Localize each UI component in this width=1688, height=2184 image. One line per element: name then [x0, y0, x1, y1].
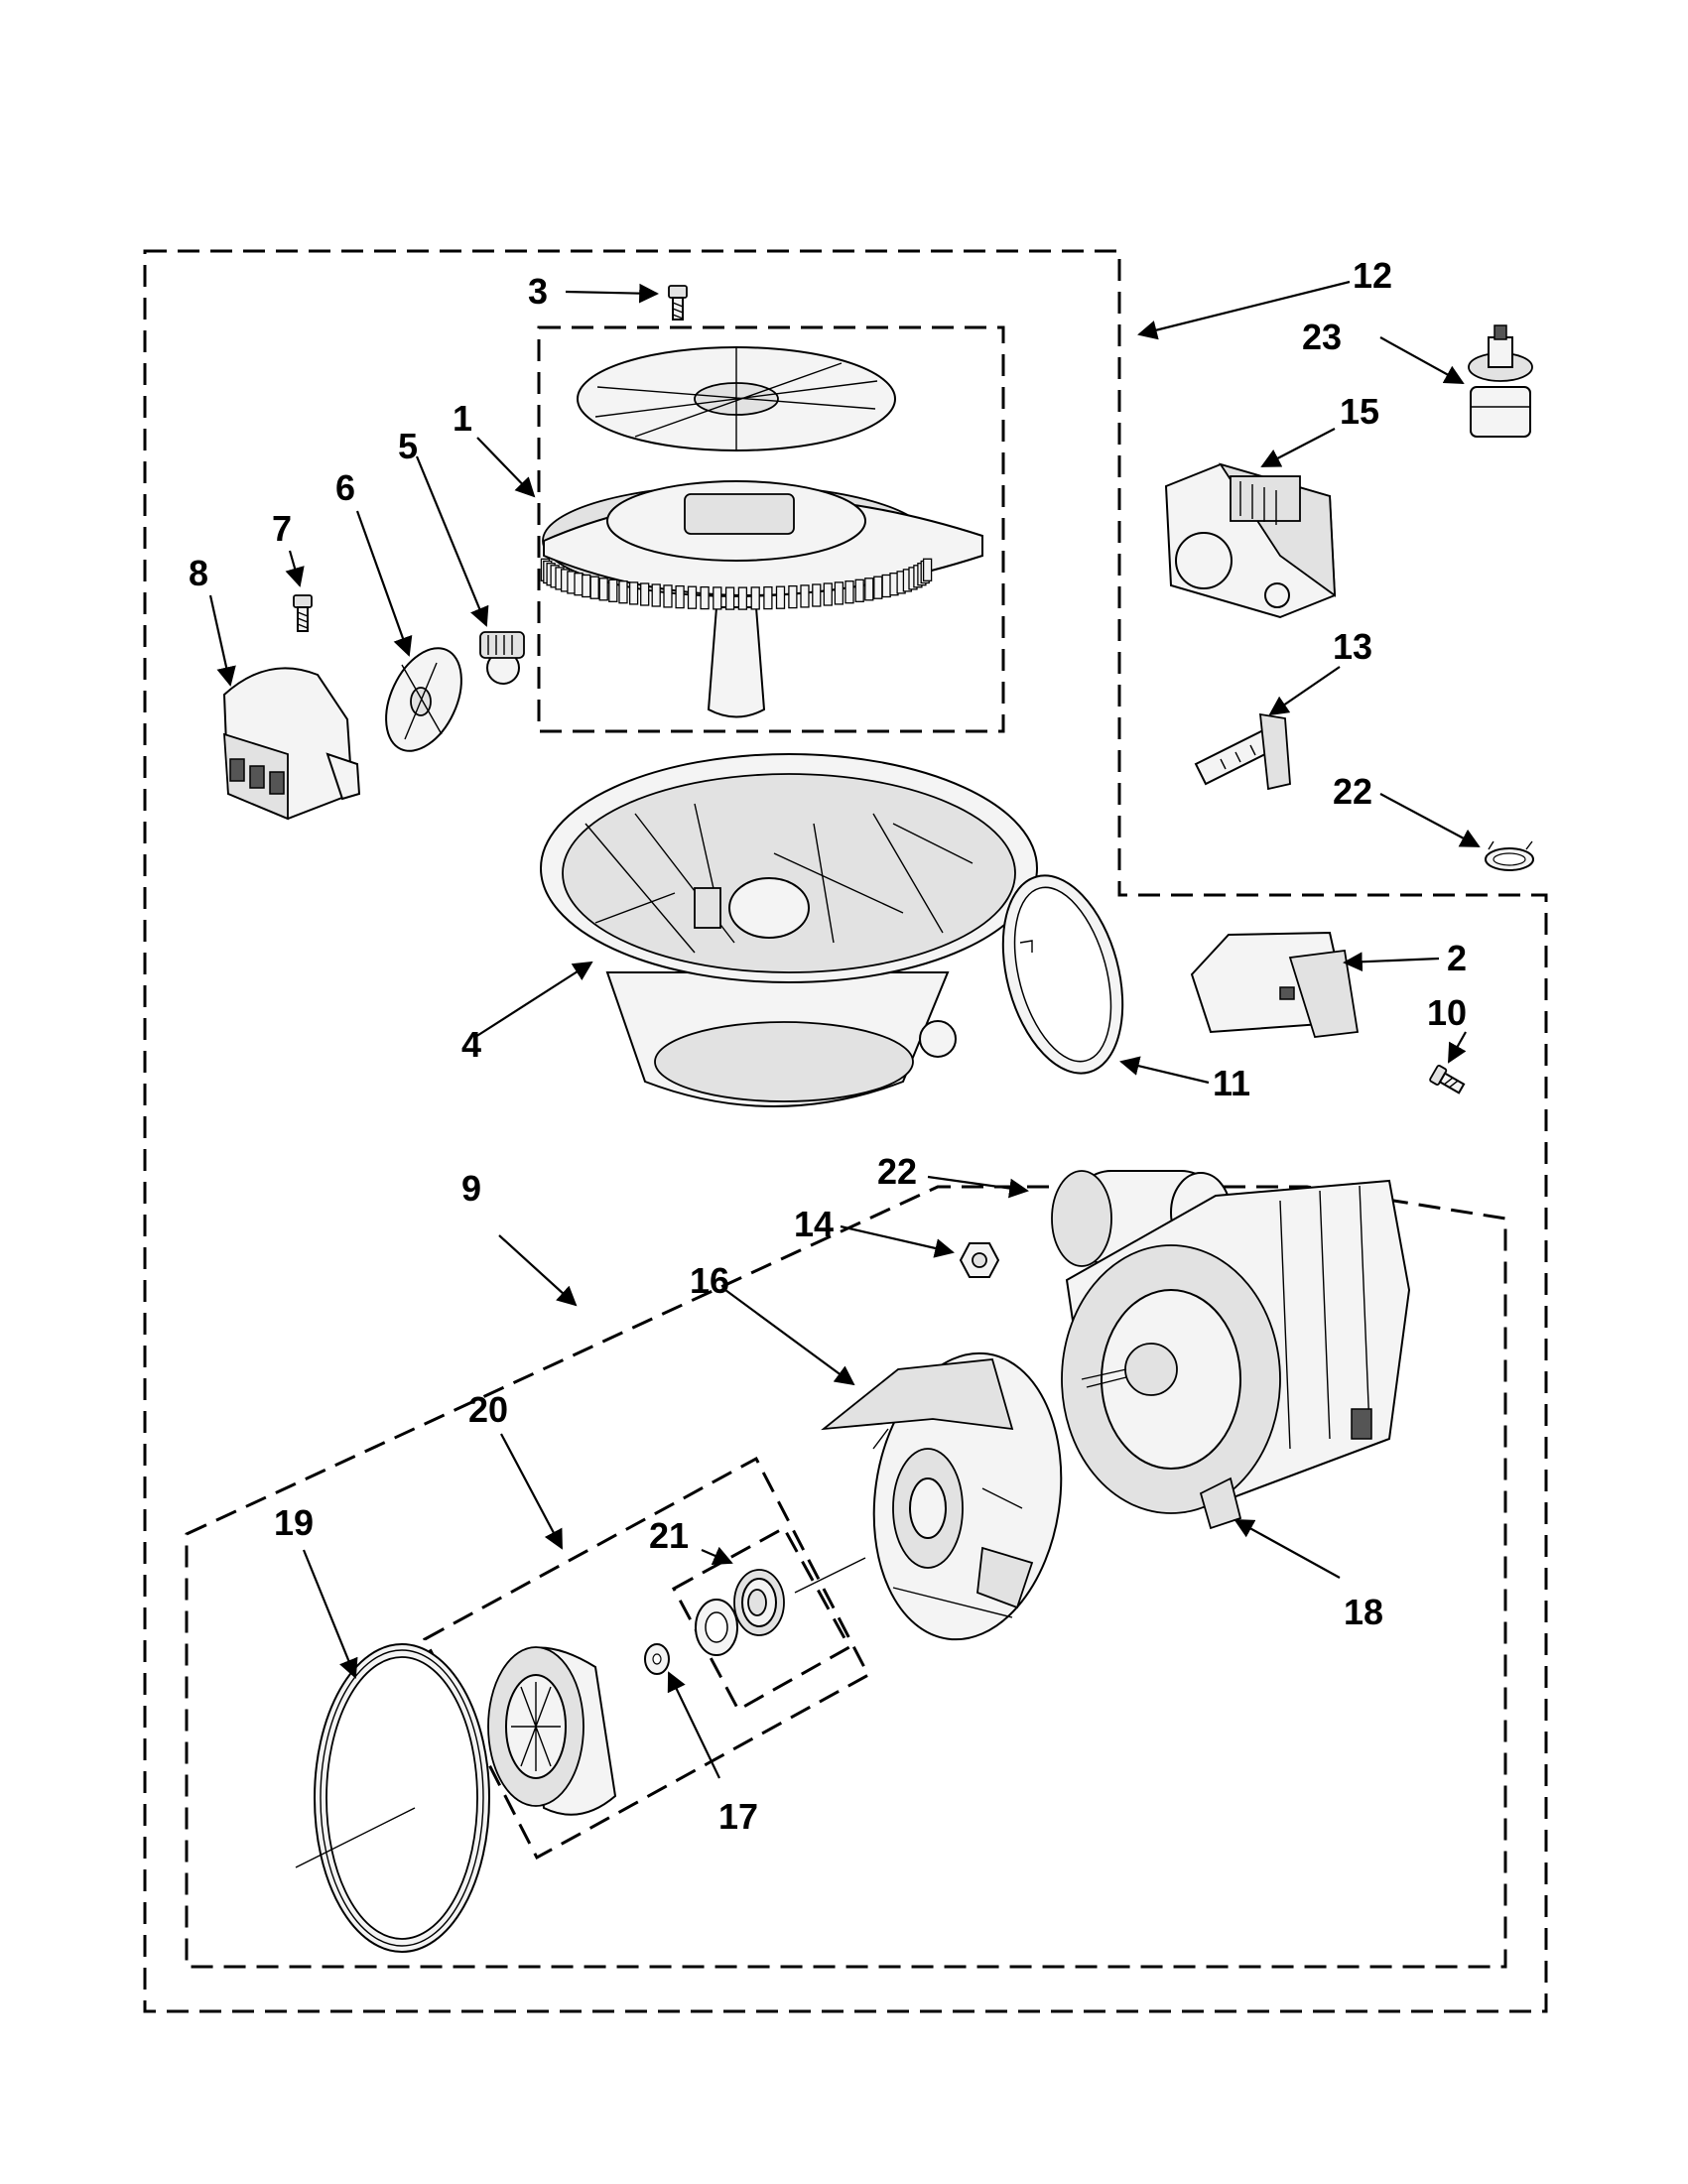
callout-9: 9: [461, 1168, 481, 1209]
part-11-gasket[interactable]: [983, 862, 1143, 1087]
callout-10: 10: [1427, 992, 1467, 1033]
callout-13: 13: [1333, 626, 1372, 667]
part-7-screw[interactable]: [293, 594, 313, 632]
callout-6: 6: [335, 467, 355, 508]
part-20-chopper-assembly[interactable]: [487, 1646, 617, 1816]
callout-11: 11: [1213, 1063, 1250, 1103]
callout-18: 18: [1344, 1592, 1383, 1632]
part-2-cover[interactable]: [1190, 931, 1360, 1038]
callout-21: 21: [649, 1515, 689, 1556]
part-21-seal[interactable]: [695, 1569, 785, 1656]
assembly-21-outline: [671, 1525, 852, 1713]
callout-20: 20: [468, 1389, 508, 1430]
callout-22-lower: 22: [877, 1151, 917, 1192]
assembly-12-outline: [143, 249, 1548, 2013]
part-6-disk[interactable]: [371, 636, 476, 763]
part-16-impeller-housing[interactable]: [821, 1341, 1079, 1651]
callout-8: 8: [189, 553, 208, 593]
part-10-screw[interactable]: [1429, 1065, 1466, 1096]
callout-19: 19: [274, 1502, 314, 1543]
part-1-comb-teeth: [540, 558, 933, 610]
callout-17: 17: [718, 1796, 758, 1837]
callout-14: 14: [794, 1204, 834, 1244]
callout-16: 16: [690, 1260, 729, 1301]
callout-1: 1: [453, 398, 472, 439]
callout-3: 3: [528, 271, 548, 312]
callout-labels: 3 1 12 23 15 5 6 7 8 13 22 2 10 11 4 9 2…: [189, 255, 1467, 1837]
assembly-20-outline: [422, 1456, 871, 1861]
part-13-clip[interactable]: [1194, 712, 1291, 791]
part-22-clamp-upper[interactable]: [1485, 840, 1534, 871]
part-1-spray-cover[interactable]: [542, 346, 983, 718]
callout-22-upper: 22: [1333, 771, 1372, 812]
callout-4: 4: [461, 1024, 481, 1065]
part-5-cap[interactable]: [479, 631, 525, 685]
callout-12: 12: [1353, 255, 1392, 296]
part-23-sensor[interactable]: [1468, 324, 1533, 438]
assembly-9-outline: [185, 1185, 1507, 1969]
part-4-sump[interactable]: [540, 753, 1038, 1107]
part-15-drain-pump[interactable]: [1164, 462, 1337, 619]
part-8-sensor-housing[interactable]: [222, 667, 361, 821]
part-14-nut[interactable]: [959, 1242, 1000, 1278]
alignment-line: [295, 1807, 416, 1868]
callout-7: 7: [272, 508, 292, 549]
callout-23: 23: [1302, 317, 1342, 357]
callout-5: 5: [398, 426, 418, 466]
part-19-ring-seal[interactable]: [314, 1643, 490, 1953]
part-3-screw[interactable]: [668, 285, 688, 321]
alignment-line: [794, 1557, 866, 1594]
callout-15: 15: [1340, 391, 1379, 432]
assembly-1-outline: [537, 325, 1005, 733]
part-17-washer[interactable]: [644, 1643, 670, 1675]
callout-2: 2: [1447, 938, 1467, 978]
leader-lines: [208, 280, 1481, 1779]
part-18-motor[interactable]: [1051, 1170, 1411, 1530]
